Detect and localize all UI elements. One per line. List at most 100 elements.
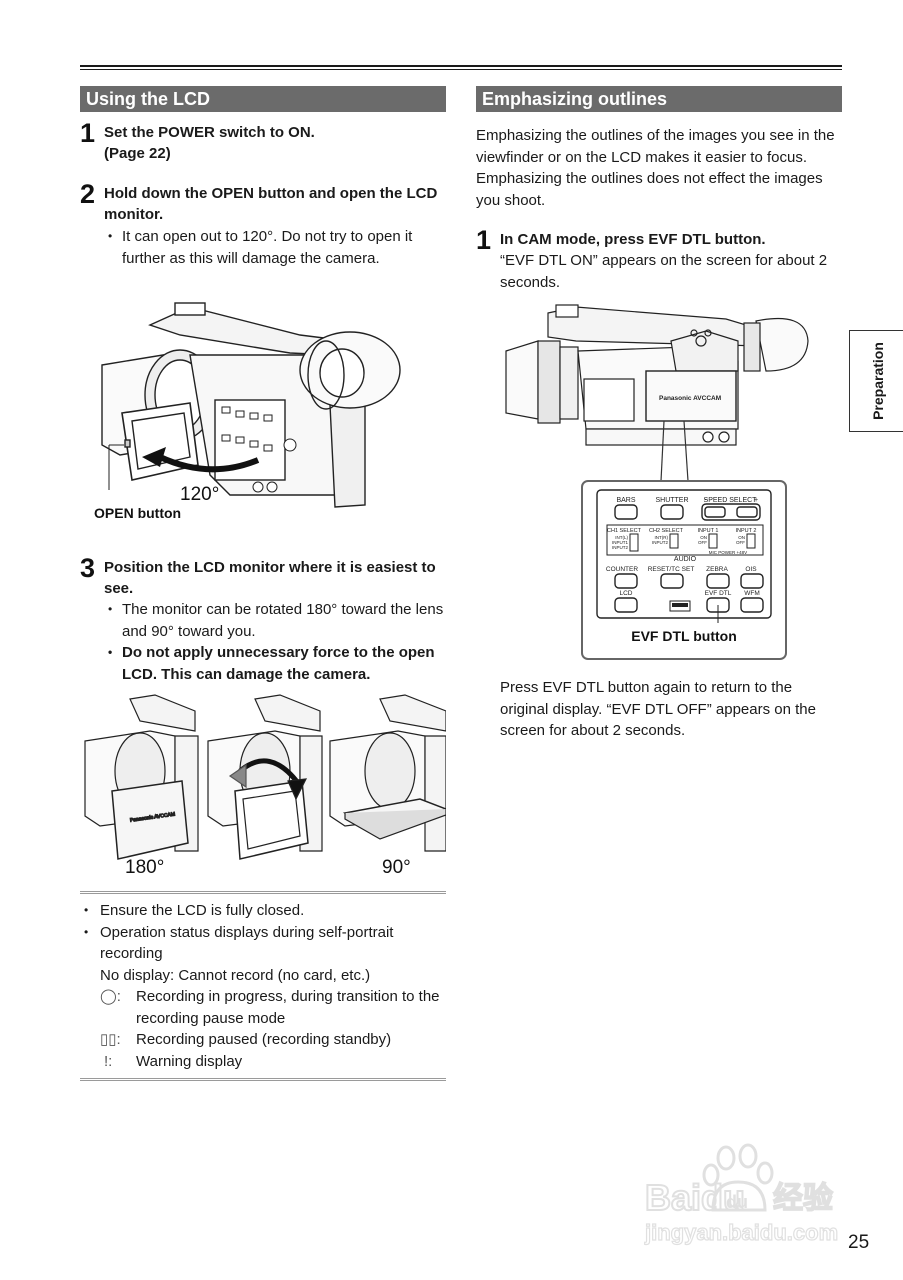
step-title: Hold down the OPEN button and open the L… bbox=[104, 185, 438, 223]
left-column: Using the LCD 1 Set the POWER switch to … bbox=[80, 86, 449, 1081]
svg-text:OIS: OIS bbox=[745, 566, 757, 573]
rotation-90-illustration bbox=[329, 694, 449, 852]
note-bullet: Ensure the LCD is fully closed. bbox=[80, 900, 446, 922]
step-description: “EVF DTL ON” appears on the screen for a… bbox=[500, 252, 828, 291]
svg-text:OFF: OFF bbox=[698, 540, 707, 545]
wfm-button bbox=[740, 597, 764, 613]
status-row-recording: ◯: Recording in progress, during transit… bbox=[80, 986, 446, 1029]
camera-open-lcd-figure: 120° OPEN button bbox=[80, 295, 446, 533]
reset-tc-set-button bbox=[660, 573, 684, 589]
svg-text:−: − bbox=[704, 497, 708, 504]
outline-step-1: 1 In CAM mode, press EVF DTL button. “EV… bbox=[476, 225, 842, 293]
note-bullet: Operation status displays during self-po… bbox=[80, 922, 446, 965]
svg-text:ON: ON bbox=[738, 535, 745, 540]
step-page-ref: (Page 22) bbox=[104, 145, 171, 162]
svg-text:SPEED SELECT: SPEED SELECT bbox=[704, 497, 758, 504]
step-2: 2 Hold down the OPEN button and open the… bbox=[80, 179, 446, 269]
step-number: 3 bbox=[80, 553, 95, 583]
svg-text:INPUT1: INPUT1 bbox=[612, 540, 629, 545]
step-title: In CAM mode, press EVF DTL button. bbox=[500, 231, 766, 248]
camera-brand-label: Panasonic AVCCAM bbox=[659, 395, 721, 402]
section-header-emphasizing-outlines: Emphasizing outlines bbox=[476, 86, 842, 112]
lcd-rotation-illustrations: Panasonic AVCCAM bbox=[84, 694, 449, 878]
after-text: Press EVF DTL button again to return to … bbox=[500, 679, 816, 739]
warning-icon: !: bbox=[104, 1052, 113, 1070]
svg-text:COUNTER: COUNTER bbox=[606, 566, 638, 573]
svg-text:AUDIO: AUDIO bbox=[674, 556, 697, 563]
svg-text:du: du bbox=[726, 1192, 748, 1212]
angle-label-120: 120° bbox=[180, 484, 219, 505]
step-3: 3 Position the LCD monitor where it is e… bbox=[80, 553, 446, 685]
svg-text:经验: 经验 bbox=[773, 1181, 833, 1215]
svg-text:+: + bbox=[754, 497, 758, 504]
side-tab-preparation: Preparation bbox=[849, 330, 903, 432]
svg-text:INPUT 1: INPUT 1 bbox=[698, 528, 719, 534]
svg-text:MIC POWER +48V: MIC POWER +48V bbox=[709, 550, 747, 555]
svg-text:INT(R): INT(R) bbox=[655, 535, 669, 540]
step-number: 1 bbox=[476, 225, 491, 255]
svg-text:LCD: LCD bbox=[619, 590, 632, 597]
step-title: Position the LCD monitor where it is eas… bbox=[104, 559, 436, 597]
svg-text:CH1 SELECT: CH1 SELECT bbox=[607, 528, 642, 534]
rotation-arrow-illustration bbox=[207, 694, 323, 860]
step-bullet: The monitor can be rotated 180° toward t… bbox=[104, 599, 446, 642]
status-row-warning: !: Warning display bbox=[80, 1051, 446, 1073]
shutter-button bbox=[660, 504, 684, 520]
svg-text:RESET/TC SET: RESET/TC SET bbox=[648, 566, 695, 573]
zebra-button bbox=[706, 573, 730, 589]
svg-text:INPUT2: INPUT2 bbox=[652, 540, 669, 545]
pause-icon: ▯▯: bbox=[100, 1031, 121, 1048]
svg-text:Baidu: Baidu bbox=[645, 1177, 745, 1218]
evf-dtl-callout: EVF DTL button bbox=[631, 628, 737, 644]
svg-text:SHUTTER: SHUTTER bbox=[655, 497, 688, 504]
counter-button bbox=[614, 573, 638, 589]
svg-text:BARS: BARS bbox=[616, 497, 635, 504]
page-number: 25 bbox=[848, 1232, 870, 1253]
notes-box: Ensure the LCD is fully closed. Operatio… bbox=[80, 891, 446, 1081]
status-description: Warning display bbox=[136, 1052, 243, 1070]
top-rule bbox=[80, 65, 842, 70]
intro-paragraph-2: Emphasizing the outlines does not effect… bbox=[476, 170, 823, 209]
ch2-select-switch bbox=[669, 533, 679, 549]
step-1: 1 Set the POWER switch to ON. (Page 22) bbox=[80, 118, 446, 164]
step-number: 1 bbox=[80, 118, 95, 148]
rotation-180-illustration: Panasonic AVCCAM bbox=[84, 694, 199, 860]
step-bullet: It can open out to 120°. Do not try to o… bbox=[104, 226, 446, 269]
input2-switch bbox=[746, 533, 756, 549]
svg-text:jingyan.baidu.com: jingyan.baidu.com bbox=[644, 1220, 838, 1245]
step-title: Set the POWER switch to ON. bbox=[104, 124, 315, 141]
svg-text:INT(L): INT(L) bbox=[615, 535, 628, 540]
paw-icon bbox=[716, 1145, 736, 1171]
ch1-select-switch bbox=[629, 533, 639, 552]
lcd-rotation-figure: Panasonic AVCCAM bbox=[80, 691, 449, 879]
svg-text:OFF: OFF bbox=[736, 540, 745, 545]
open-button-callout: OPEN button bbox=[94, 505, 181, 521]
status-description: Recording paused (recording standby) bbox=[136, 1031, 392, 1048]
step-warning-bullet: Do not apply unnecessary force to the op… bbox=[104, 642, 446, 685]
side-tab-label: Preparation bbox=[869, 342, 886, 420]
no-display-note: No display: Cannot record (no card, etc.… bbox=[100, 966, 371, 984]
record-circle-icon: ◯: bbox=[100, 988, 121, 1005]
svg-text:EVF DTL: EVF DTL bbox=[705, 590, 732, 597]
bars-button bbox=[614, 504, 638, 520]
right-column: Emphasizing outlines Emphasizing the out… bbox=[476, 86, 842, 742]
status-description: Recording in progress, during transition… bbox=[136, 988, 440, 1027]
step-number: 2 bbox=[80, 179, 95, 209]
intro-paragraph-1: Emphasizing the outlines of the images y… bbox=[476, 127, 835, 166]
svg-text:CH2 SELECT: CH2 SELECT bbox=[649, 528, 684, 534]
camera-side-illustration: Panasonic AVCCAM BARS SHUTTER SPEED SELE… bbox=[505, 304, 809, 660]
status-row-paused: ▯▯: Recording paused (recording standby) bbox=[80, 1029, 446, 1051]
angle-label-180: 180° bbox=[125, 857, 164, 878]
svg-text:INPUT2: INPUT2 bbox=[612, 545, 629, 550]
input1-switch bbox=[708, 533, 718, 549]
svg-text:ON: ON bbox=[700, 535, 707, 540]
rotate-arrow-icon bbox=[142, 447, 166, 467]
ois-button bbox=[740, 573, 764, 589]
evf-dtl-figure: Panasonic AVCCAM BARS SHUTTER SPEED SELE… bbox=[476, 301, 842, 661]
angle-label-90: 90° bbox=[382, 857, 411, 878]
svg-text:WFM: WFM bbox=[744, 590, 760, 597]
svg-text:ZEBRA: ZEBRA bbox=[706, 566, 728, 573]
section-header-using-lcd: Using the LCD bbox=[80, 86, 446, 112]
camera-illustration: 120° OPEN button bbox=[94, 302, 401, 521]
lcd-button bbox=[614, 597, 638, 613]
